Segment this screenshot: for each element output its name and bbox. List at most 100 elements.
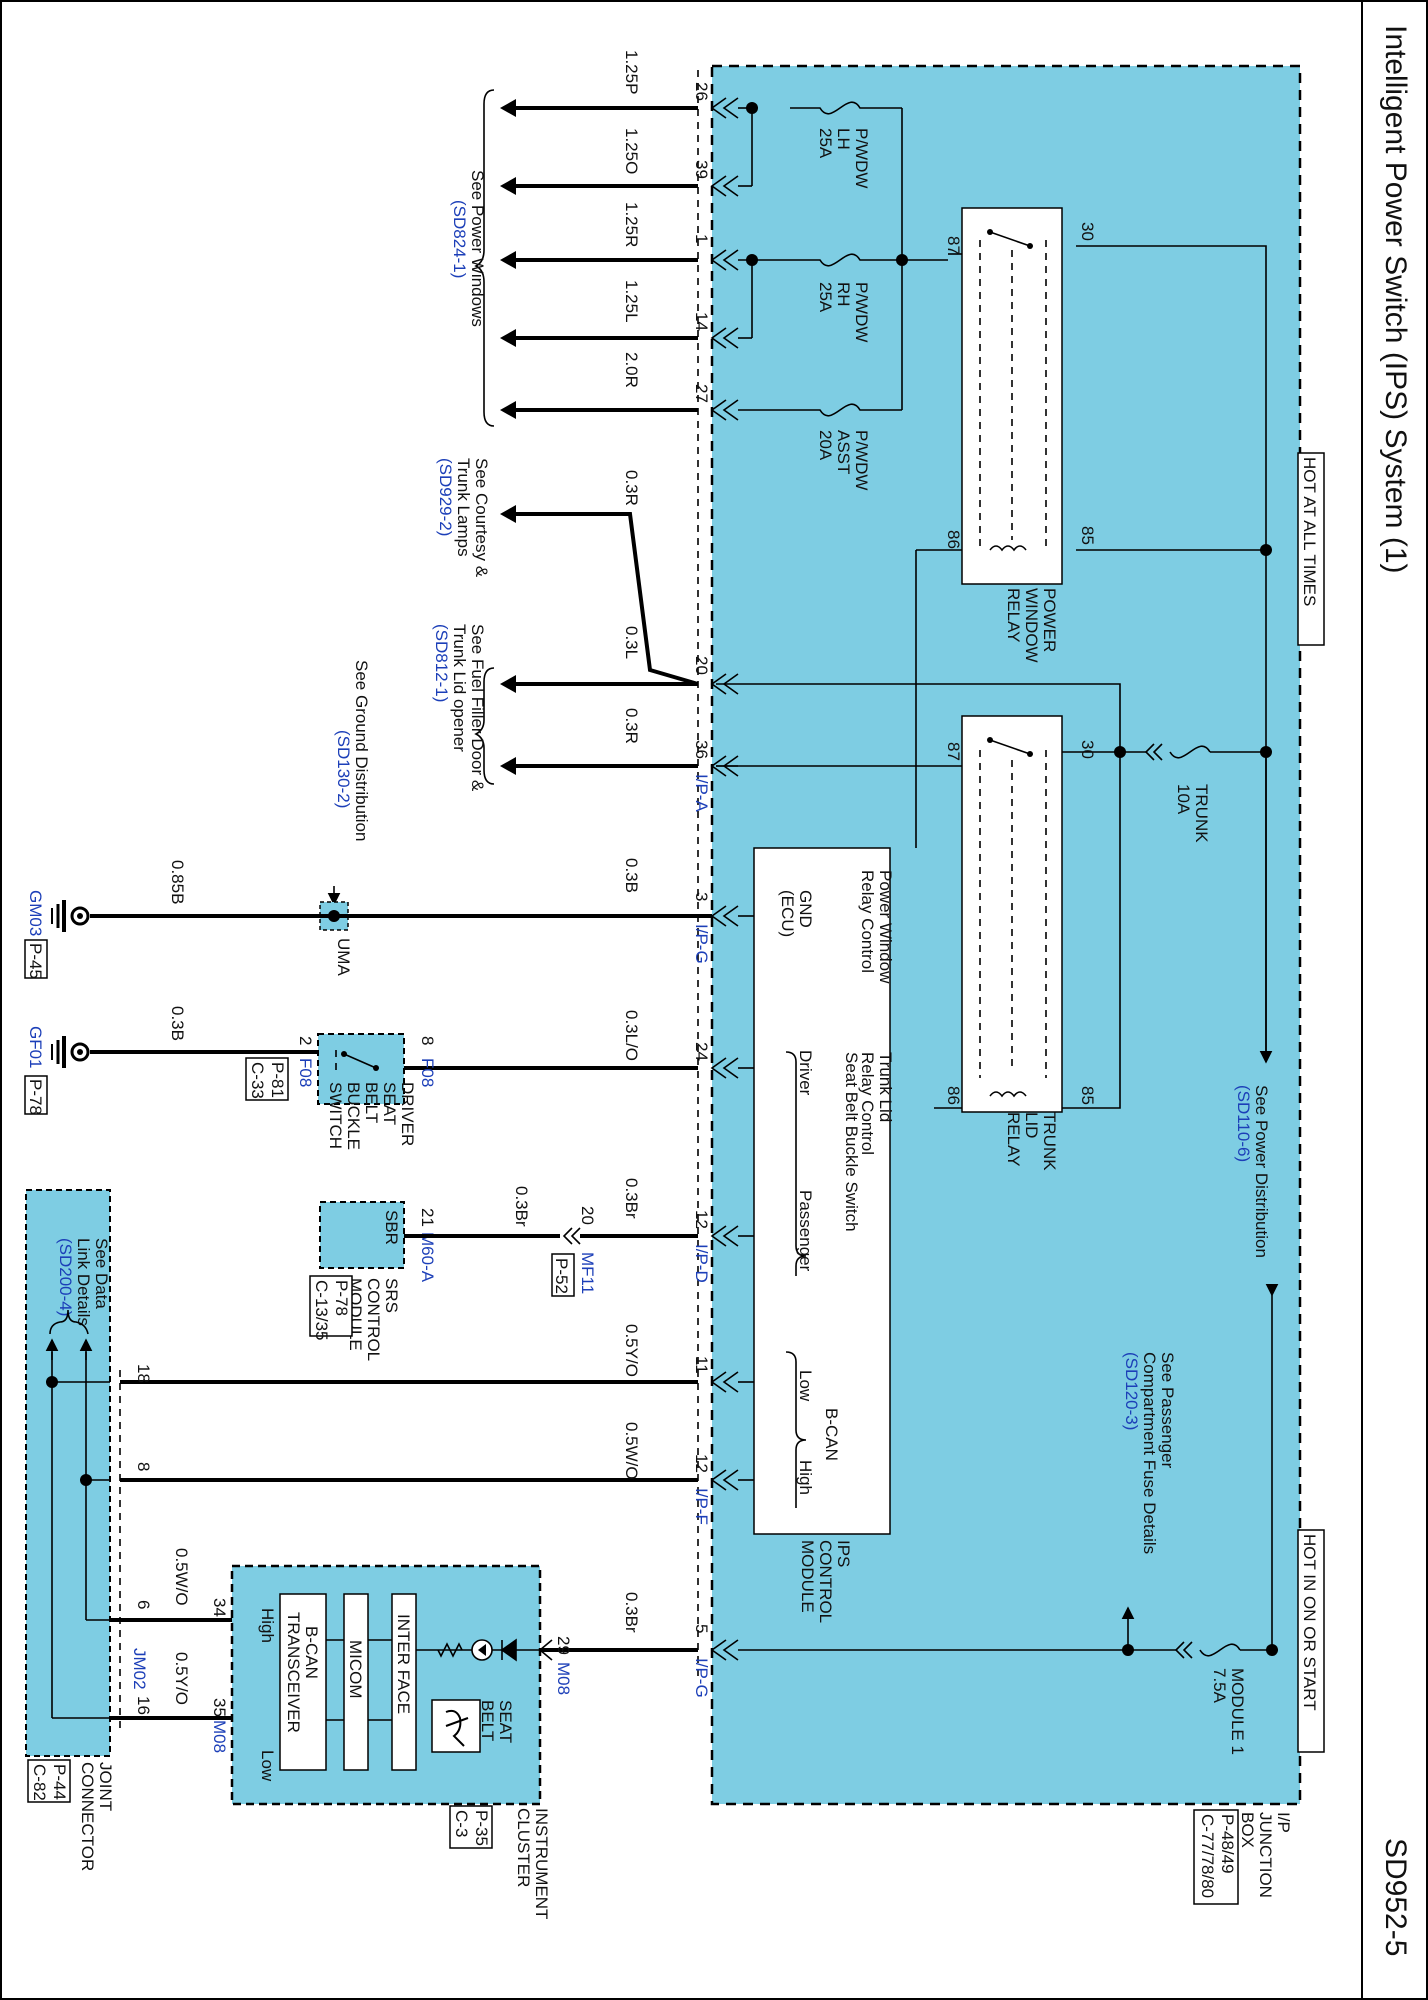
power-windows-ref-label: See Power Windows bbox=[468, 170, 487, 327]
hot-in-on-or-start-banner: HOT IN ON OR START bbox=[1300, 1534, 1319, 1711]
cluster-high-label: High bbox=[258, 1608, 277, 1643]
pin-label: 5 bbox=[692, 1624, 711, 1633]
banner-box bbox=[1297, 452, 1325, 646]
trunk-relay-name: RELAY bbox=[1004, 1112, 1023, 1167]
switch-contact bbox=[343, 1053, 377, 1069]
wire-arrow bbox=[500, 401, 516, 419]
wire-arrow bbox=[500, 505, 516, 523]
connector-label: I/P-D bbox=[692, 1244, 711, 1283]
joint-connector bbox=[25, 1189, 111, 1757]
connector-chevron bbox=[722, 327, 739, 349]
data-link-ref-label: See Data bbox=[92, 1238, 111, 1309]
connector-label: I/P-G bbox=[692, 924, 711, 964]
gauge-label: 0.5W/O bbox=[622, 1422, 641, 1480]
gnd-ecu-label: (ECU) bbox=[778, 890, 797, 937]
wire-arrow bbox=[500, 757, 516, 775]
pin-label: 24 bbox=[692, 1042, 711, 1061]
trunk-fuse-label: TRUNK bbox=[1192, 784, 1211, 843]
connector-chevron bbox=[722, 1225, 739, 1247]
gauge-label: 0.3R bbox=[622, 708, 641, 744]
gauge-label: 0.85B bbox=[168, 860, 187, 904]
pw-relay-name: WINDOW bbox=[1022, 588, 1041, 663]
jb-name-line: JUNCTION bbox=[1256, 1812, 1275, 1898]
relay-contact bbox=[989, 231, 1031, 247]
pin-label: 18 bbox=[134, 1364, 153, 1383]
bcan-label: B-CAN bbox=[822, 1408, 841, 1461]
pwdw-lh-label: LH bbox=[834, 128, 853, 150]
trunk-fuse-symbol bbox=[1169, 745, 1211, 759]
pin-label: 1 bbox=[692, 234, 711, 243]
mf11-ref: P-52 bbox=[552, 1258, 571, 1294]
banner-box bbox=[1297, 1529, 1325, 1753]
cluster-low-label: Low bbox=[258, 1750, 277, 1782]
wire-arrow bbox=[500, 251, 516, 269]
gauge-label: 0.3B bbox=[168, 1006, 187, 1041]
courtesy-ref-label: See Courtesy & bbox=[472, 458, 491, 578]
f08-label-b: F08 bbox=[418, 1058, 437, 1087]
ground-ref: (SD130-2) bbox=[334, 730, 353, 808]
m60a-label: M60-A bbox=[418, 1232, 437, 1283]
page-title: Intelligent Power Switch (IPS) System (1… bbox=[1379, 25, 1412, 574]
relay-pin: 85 bbox=[1078, 1086, 1097, 1105]
power-windows-ref: (SD824-1) bbox=[450, 200, 469, 278]
fuel-filler-ref: (SD812-1) bbox=[432, 624, 451, 702]
courtesy-wire bbox=[514, 512, 699, 686]
pw-relay-name: RELAY bbox=[1004, 588, 1023, 643]
ips-name: CONTROL bbox=[816, 1540, 835, 1623]
gf01-ref: P-78 bbox=[26, 1079, 45, 1115]
pwdw-rh-fuse bbox=[790, 253, 902, 267]
jb-ref: P-48/49 bbox=[1218, 1814, 1237, 1874]
jb-name-line: BOX bbox=[1238, 1812, 1257, 1848]
relay-contact-dot bbox=[1027, 751, 1033, 757]
srs-control-module bbox=[319, 1201, 405, 1269]
module1-fuse-label: 7.5A bbox=[1210, 1668, 1229, 1704]
pw-relay-control-label: Relay Control bbox=[858, 870, 877, 973]
power-distribution-label: See Power Distribution bbox=[1252, 1085, 1271, 1258]
ips-name: IPS bbox=[834, 1540, 853, 1567]
driver-label: Driver bbox=[796, 1050, 815, 1096]
driver-switch-name: BUCKLE bbox=[344, 1082, 363, 1150]
passenger-label: Passenger bbox=[796, 1190, 815, 1272]
connector-chevron bbox=[722, 1371, 739, 1393]
connector-chevron bbox=[710, 755, 727, 777]
connector-chevron bbox=[710, 399, 727, 421]
jb-name-line: I/P bbox=[1274, 1812, 1293, 1833]
micom-block bbox=[343, 1593, 369, 1771]
relay-pin: 85 bbox=[1078, 526, 1097, 545]
connector-chevron bbox=[1152, 743, 1163, 761]
pwdw-asst-fuse bbox=[790, 403, 902, 417]
connector-chevron bbox=[710, 97, 727, 119]
relay-pin: 86 bbox=[944, 1086, 963, 1105]
connector-label: I/P-A bbox=[692, 774, 711, 812]
jc-ref: C-82 bbox=[30, 1764, 49, 1801]
interface-block bbox=[391, 1593, 417, 1771]
gauge-label: 0.3R bbox=[622, 470, 641, 506]
relay-contact-dot bbox=[987, 737, 993, 743]
m08-label-a: M08 bbox=[554, 1662, 573, 1695]
gauge-label: 2.0R bbox=[622, 352, 641, 388]
bcan-transceiver-label: B-CAN bbox=[302, 1626, 321, 1679]
splice bbox=[1260, 746, 1272, 758]
data-link-brace bbox=[49, 1309, 89, 1335]
relay-pin: 30 bbox=[1078, 222, 1097, 241]
seat-belt-icon bbox=[445, 1709, 469, 1747]
micom-label: MICOM bbox=[346, 1640, 365, 1699]
pin-label: 2 bbox=[296, 1036, 315, 1045]
relay-coil bbox=[989, 1091, 1027, 1098]
gauge-label: 0.5Y/O bbox=[622, 1324, 641, 1377]
connector-chevron bbox=[1182, 1641, 1193, 1659]
wire-arrow bbox=[500, 177, 516, 195]
pwdw-asst-label: ASST bbox=[834, 430, 853, 474]
courtesy-ref-label: Trunk Lamps bbox=[454, 458, 473, 557]
uma-label: UMA bbox=[334, 938, 353, 976]
wire-arrow bbox=[500, 675, 516, 693]
pin-label: 29 bbox=[554, 1636, 573, 1655]
connector-chevron bbox=[710, 249, 727, 271]
driver-belt-switch bbox=[317, 1033, 405, 1105]
ref-box bbox=[449, 1805, 493, 1849]
pw-relay-control-label: Power Window bbox=[876, 870, 895, 984]
srs-name: SRS bbox=[382, 1278, 401, 1313]
courtesy-ref: (SD929-2) bbox=[436, 458, 455, 536]
ref-box bbox=[245, 1057, 289, 1101]
